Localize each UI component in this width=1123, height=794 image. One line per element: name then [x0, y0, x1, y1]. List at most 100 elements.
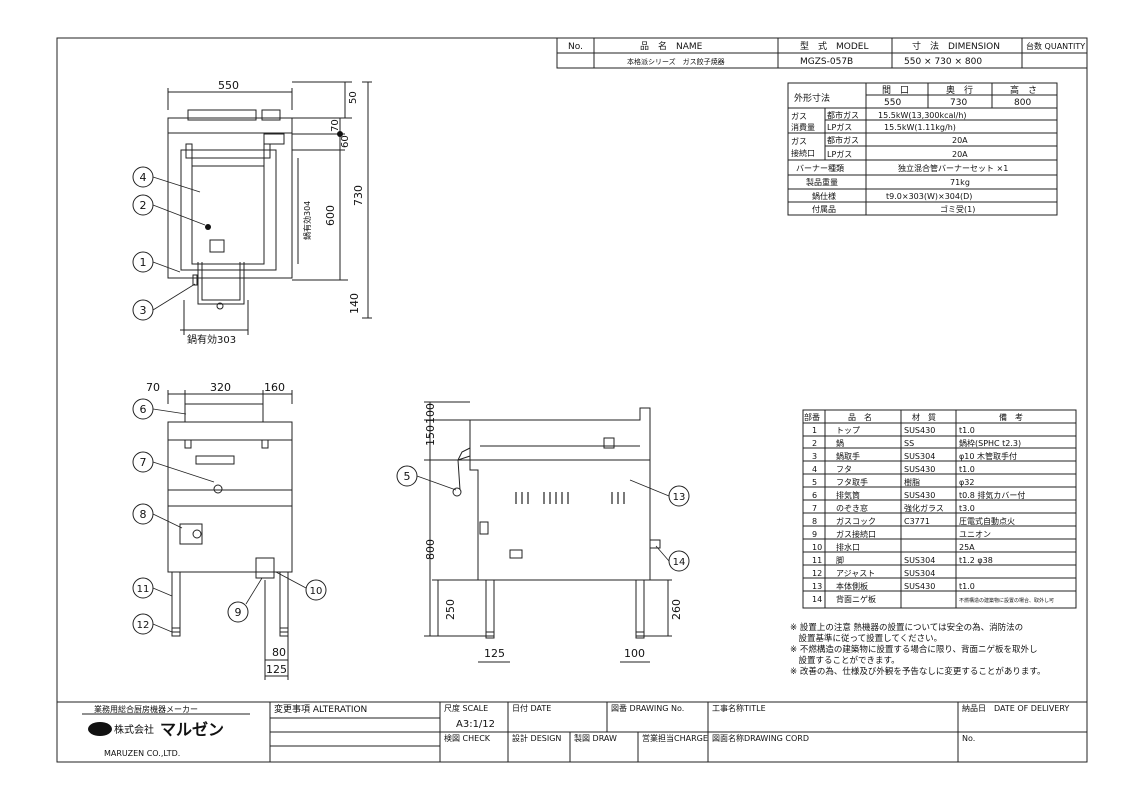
parts-cell-0-0: 1 — [812, 426, 817, 435]
company-logo-mark — [88, 722, 112, 736]
top-dim-70: 70 — [330, 119, 341, 132]
callout-6: 6 — [140, 403, 147, 416]
spec-gas-consumption-label-1: ガス — [791, 111, 807, 121]
spec-accessory-value: ゴミ受(1) — [940, 204, 975, 214]
parts-cell-2-1: 鍋取手 — [836, 451, 860, 461]
side-dim-800: 800 — [424, 539, 437, 560]
spec-width-value: 550 — [884, 98, 901, 108]
parts-cell-3-1: フタ — [836, 465, 852, 474]
parts-cell-10-3: t1.2 φ38 — [959, 556, 993, 565]
spec-lp-gas-label-2: LPガス — [827, 149, 852, 159]
parts-cell-1-0: 2 — [812, 439, 817, 448]
parts-cell-9-3: 25A — [959, 543, 975, 552]
spec-gas-connection-label-2: 接続口 — [791, 148, 815, 158]
callout-9: 9 — [235, 606, 242, 619]
callout-circles — [132, 166, 690, 635]
footer-scale-value: A3:1/12 — [456, 719, 495, 730]
parts-cell-13-3: 不燃構造の建築物に設置の場合、取外し可 — [959, 597, 1054, 604]
footer-delivery-label: 納品日 DATE OF DELIVERY — [962, 703, 1069, 713]
top-pan-width-label: 鍋有効303 — [187, 333, 236, 346]
parts-cell-13-0: 14 — [812, 595, 822, 604]
spec-depth-label: 奥 行 — [946, 84, 973, 96]
footer-no-label: No. — [962, 734, 975, 743]
spec-height-value: 800 — [1014, 98, 1031, 108]
parts-cell-4-3: φ32 — [959, 478, 974, 487]
footer-charge-label: 営業担当CHARGE — [642, 733, 708, 743]
tb-name-value: 本格派シリーズ ガス餃子焼器 — [627, 57, 725, 66]
parts-cell-1-2: SS — [904, 439, 914, 448]
side-dim-100: 100 — [424, 403, 437, 424]
footer-drawing-no-label: 図番 DRAWING No. — [611, 703, 684, 713]
parts-cell-6-3: t3.0 — [959, 504, 975, 513]
top-dim-60: 60 — [340, 135, 351, 148]
parts-cell-6-1: のぞき窓 — [836, 503, 868, 513]
parts-cell-5-1: 排気筒 — [836, 490, 860, 500]
side-view-drawing — [424, 401, 672, 663]
parts-header-0: 部番 — [804, 412, 820, 422]
parts-cell-1-3: 鍋枠(SPHC t2.3) — [959, 438, 1021, 448]
front-dim-160: 160 — [264, 381, 285, 394]
top-dim-50: 50 — [348, 91, 359, 104]
parts-cell-13-1: 背面ニゲ板 — [836, 594, 876, 604]
note-line-1: 設置基準に従って設置してください。 — [790, 633, 942, 644]
parts-cell-10-2: SUS304 — [904, 556, 935, 565]
parts-cell-5-2: SUS430 — [904, 491, 935, 500]
tb-no-label: No. — [568, 42, 583, 52]
footer-cord-label: 図面名称DRAWING CORD — [712, 733, 809, 743]
note-line-3: 設置することができます。 — [790, 655, 900, 666]
parts-cell-10-0: 11 — [812, 556, 822, 565]
spec-weight-value: 71kg — [950, 178, 970, 187]
parts-cell-6-0: 7 — [812, 504, 817, 513]
spec-depth-value: 730 — [950, 98, 967, 108]
parts-cell-6-2: 強化ガラス — [904, 503, 944, 513]
front-view-drawing — [167, 390, 293, 680]
spec-table-lines — [787, 82, 1058, 216]
parts-cell-5-0: 6 — [812, 491, 817, 500]
tb-dimension-value: 550 × 730 × 800 — [904, 57, 982, 67]
front-dim-125: 125 — [266, 663, 287, 676]
note-line-4: ※ 改善の為、仕様及び外観を予告なしに変更することがあります。 — [790, 666, 1045, 677]
parts-cell-12-2: SUS430 — [904, 582, 935, 591]
tb-quantity-label: 台数 QUANTITY — [1026, 41, 1085, 51]
footer-scale-label: 尺度 SCALE — [444, 703, 488, 713]
parts-header-2: 材 質 — [912, 412, 936, 422]
footer-company-en: MARUZEN CO.,LTD. — [104, 749, 180, 758]
tb-model-value: MGZS-057B — [800, 57, 853, 67]
spec-weight-label: 製品重量 — [806, 177, 838, 187]
tb-name-label: 品 名 NAME — [640, 40, 703, 52]
parts-cell-2-2: SUS304 — [904, 452, 935, 461]
parts-cell-3-3: t1.0 — [959, 465, 975, 474]
footer-maker-tagline: 業務用総合厨房機器メーカー — [94, 704, 198, 714]
footer-block-lines — [57, 701, 1087, 762]
spec-accessory-label: 付属品 — [812, 204, 836, 214]
pan-center-dot — [205, 224, 211, 230]
spec-lp-gas-connection: 20A — [952, 150, 968, 159]
callout-7: 7 — [140, 456, 147, 469]
spec-city-gas-connection: 20A — [952, 136, 968, 145]
parts-header-3: 備 考 — [999, 412, 1023, 422]
spec-pan-label: 鍋仕様 — [812, 191, 836, 201]
side-dim-260: 260 — [670, 599, 683, 620]
parts-cell-12-3: t1.0 — [959, 582, 975, 591]
spec-city-gas-label: 都市ガス — [827, 110, 859, 120]
callout-1: 1 — [140, 256, 147, 269]
top-pan-depth-label: 鍋有効304 — [302, 201, 312, 240]
side-dim-100b: 100 — [624, 647, 645, 660]
parts-cell-5-3: t0.8 排気カバー付 — [959, 490, 1025, 500]
spec-lp-gas-label: LPガス — [827, 122, 852, 132]
spec-outer-dim-label: 外形寸法 — [794, 92, 830, 104]
parts-cell-1-1: 鍋 — [836, 438, 844, 448]
callout-5: 5 — [404, 470, 411, 483]
side-dim-150: 150 — [424, 425, 437, 446]
spec-width-label: 間 口 — [882, 85, 909, 96]
front-dim-320: 320 — [210, 381, 231, 394]
dim-dot — [337, 131, 343, 137]
parts-cell-7-0: 8 — [812, 517, 817, 526]
parts-cell-8-0: 9 — [812, 530, 817, 539]
parts-cell-2-0: 3 — [812, 452, 817, 461]
parts-cell-8-1: ガス接続口 — [836, 529, 876, 539]
parts-table-lines — [802, 409, 1077, 609]
footer-company-ja: 株式会社 — [114, 723, 154, 736]
